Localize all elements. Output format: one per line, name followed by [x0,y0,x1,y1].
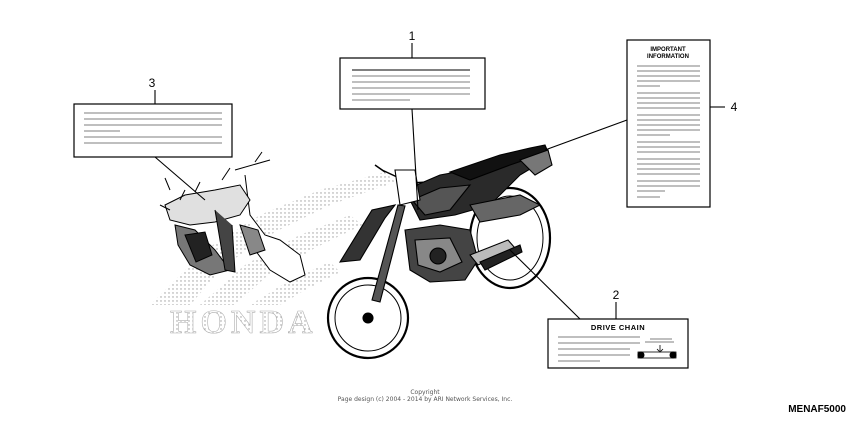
callout-3: 3 [149,76,156,90]
label-4-important-information: IMPORTANT INFORMATION [626,39,711,208]
drive-chain-title: DRIVE CHAIN [591,323,645,332]
motorcycle-side-view [326,144,553,360]
callout-1: 1 [409,29,416,43]
copyright-line2: Page design (c) 2004 - 2014 by ARI Netwo… [337,396,513,403]
front-wheel [326,276,410,360]
leader-lines [154,43,725,320]
diagram-code: MENAF5000 [788,404,846,415]
seat [448,144,549,181]
label-3-caution [73,103,233,158]
label-2-drive-chain: DRIVE CHAIN [547,318,689,369]
callout-2: 2 [613,288,620,302]
label-1-emission-info [339,57,486,110]
important-line1: IMPORTANT [650,47,686,53]
copyright-line1: Copyright [410,389,440,396]
motorcycle-front-view [159,151,306,283]
honda-logo-text: HONDA [170,304,317,341]
important-line2: INFORMATION [647,54,689,60]
chain-diagram-icon [637,338,677,359]
callout-4: 4 [731,100,738,114]
